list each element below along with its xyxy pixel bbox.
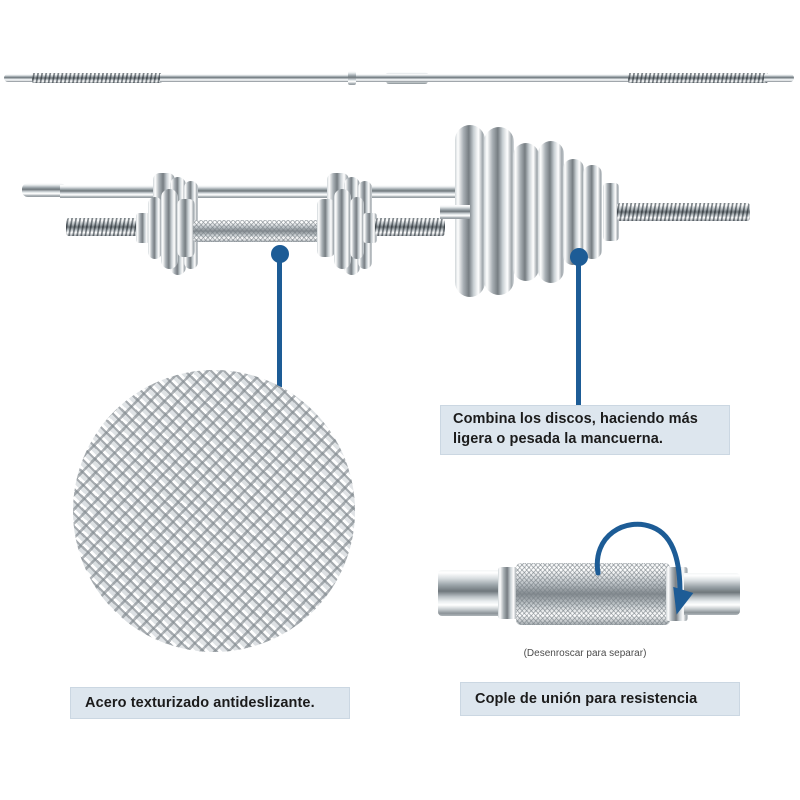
plate-stack-inner-shaft <box>440 205 470 219</box>
knurl-zoom-circle <box>73 370 355 652</box>
bar-right-end-cap <box>764 74 794 82</box>
rotation-arrow-icon <box>594 521 694 615</box>
plate-stack-disc-6 <box>583 165 602 259</box>
background-bar-end-cap <box>22 183 64 197</box>
dumbbell-right-plate-inner <box>334 189 351 269</box>
callout-knurl-text: Acero texturizado antideslizante. <box>85 695 315 711</box>
plate-stack-disc-5 <box>563 159 584 265</box>
bar-left-shaft <box>160 74 350 82</box>
callout-knurl: Acero texturizado antideslizante. <box>70 687 350 719</box>
callout-coupler-text: Cople de unión para resistencia <box>475 691 698 707</box>
bar-left-end-cap <box>4 74 34 82</box>
dumbbell-left-collar <box>177 199 195 257</box>
background-bar-shaft <box>60 185 470 198</box>
coupler-hint-caption: (Desenroscar para separar) <box>523 648 647 659</box>
straight-bar-figure <box>0 60 800 96</box>
plate-stack-collar-nut <box>603 183 619 241</box>
bar-left-thread <box>32 73 162 83</box>
callout-plates-text: Combina los discos, haciendo más ligera … <box>453 411 698 447</box>
plate-stack-disc-2 <box>484 127 514 295</box>
dumbbell-left-thread <box>66 218 138 236</box>
plate-stack-disc-3 <box>513 143 539 281</box>
bar-right-thread <box>628 73 768 83</box>
dumbbell-left-plate-outer <box>148 197 162 259</box>
plate-stack-disc-4 <box>538 141 564 283</box>
leader-line-plates <box>576 257 581 407</box>
plate-stack-thread <box>617 203 750 221</box>
callout-coupler: Cople de unión para resistencia <box>460 682 740 716</box>
coupler-left-bar <box>438 570 506 616</box>
dumbbell-right-collar <box>317 199 335 257</box>
bar-right-shaft <box>356 74 630 82</box>
dumbbell-right-plate-outer <box>350 197 364 259</box>
coupler-left-shoulder <box>498 567 518 619</box>
coupler-figure: (Desenroscar para separar) <box>430 515 740 659</box>
dumbbell-left-plate-inner <box>161 189 178 269</box>
dumbbell-left-nut <box>136 213 150 243</box>
leader-line-knurl <box>277 254 282 387</box>
bar-center-coupler <box>348 71 356 85</box>
coupler-right-bar <box>684 573 740 615</box>
dumbbell-handle <box>193 220 319 242</box>
dumbbell-right-nut <box>363 213 377 243</box>
coupler-knurled-sleeve <box>516 563 670 625</box>
dumbbell-right-thread <box>375 218 445 236</box>
callout-plates: Combina los discos, haciendo más ligera … <box>440 405 730 455</box>
loaded-assembly-figure <box>0 115 800 300</box>
